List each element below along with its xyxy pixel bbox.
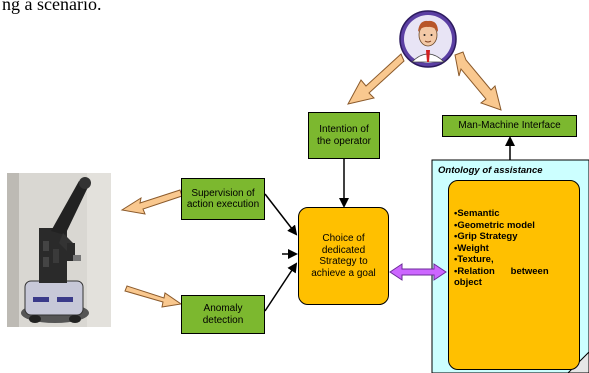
- arrow-anomaly-to-choice: [264, 262, 298, 312]
- ontology-item: •Grip Strategy: [454, 231, 518, 242]
- arrow-supervision-to-robot: [120, 189, 183, 215]
- ontology-item: •Texture,: [454, 254, 494, 265]
- ontology-item: •Semantic: [454, 208, 500, 219]
- supervision-label: Supervision of action execution: [186, 187, 260, 211]
- intention-of-operator-label: Intention of the operator: [317, 124, 371, 147]
- robot-drawing: [7, 173, 111, 327]
- ontology-item: •Geometric model: [454, 219, 535, 231]
- ontology-title: Ontology of assistance: [438, 165, 543, 176]
- ontology-item: •Weight: [454, 242, 489, 254]
- arrow-operator-to-intention: [347, 53, 405, 105]
- choice-of-strategy-box: Choice of dedicated Strategy to achieve …: [298, 207, 389, 305]
- anomaly-detection-label: Anomaly detection: [202, 303, 244, 326]
- arrow-choice-ontology-bidirectional: [389, 263, 447, 281]
- arrow-supervision-to-choice: [264, 193, 298, 236]
- ontology-item: •Relation between object: [454, 265, 552, 289]
- ontology-list: •Semantic •Geometric model •Grip Strateg…: [454, 208, 578, 289]
- ontology-inner-box: [448, 180, 580, 370]
- choice-of-strategy-label: Choice of dedicated Strategy to achieve …: [311, 233, 376, 279]
- man-machine-interface-label: Man-Machine Interface: [458, 120, 561, 132]
- arrow-mmi-operator-bidirectional: [454, 51, 502, 111]
- supervision-of-action-execution-box: Supervision of action execution: [181, 178, 265, 220]
- intention-of-operator-box: Intention of the operator: [308, 112, 380, 159]
- anomaly-detection-box: Anomaly detection: [181, 295, 265, 334]
- robot-photo: [7, 173, 111, 327]
- operator-avatar-icon: [399, 10, 457, 68]
- intro-text-fragment: ng a scenario.: [2, 0, 102, 14]
- man-machine-interface-box: Man-Machine Interface: [442, 115, 577, 137]
- arrow-robot-to-anomaly: [124, 285, 183, 308]
